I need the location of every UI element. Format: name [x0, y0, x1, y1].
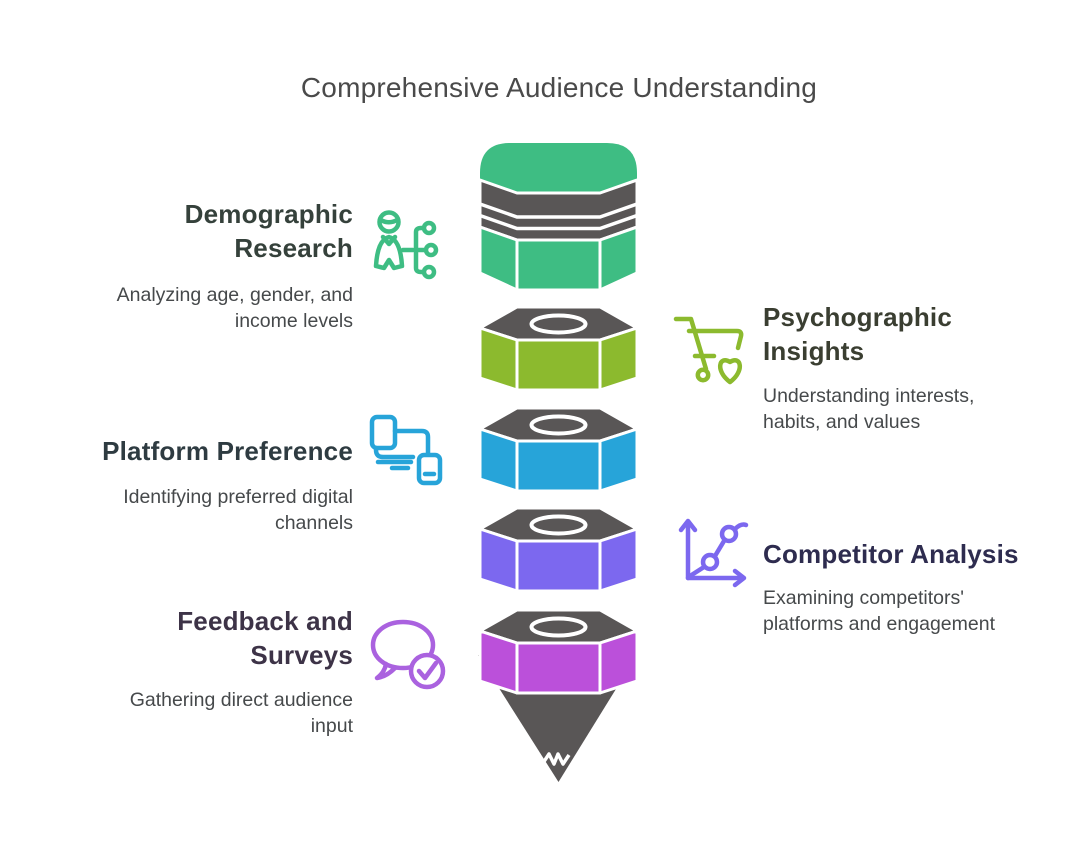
person-hierarchy-icon: [366, 206, 446, 286]
cart-heart-icon: [666, 302, 750, 386]
heading-feedback-surveys: Feedback and Surveys: [177, 606, 353, 670]
funnel-segment-cyan: [478, 406, 639, 493]
funnel-cap: [478, 143, 639, 292]
description-demographic-research: Analyzing age, gender, and income levels: [116, 284, 353, 332]
heading-competitor-analysis: Competitor Analysis: [763, 539, 1019, 569]
pencil-funnel-graphic: [455, 140, 665, 790]
description-psychographic-insights: Understanding interests, habits, and val…: [763, 385, 975, 433]
funnel-segment-olive: [478, 305, 639, 392]
funnel-segment-magenta: [478, 608, 639, 695]
description-competitor-analysis: Examining competitors' platforms and eng…: [763, 587, 995, 635]
line-chart-icon: [666, 508, 750, 592]
page-title: Comprehensive Audience Understanding: [300, 72, 818, 103]
description-feedback-surveys: Gathering direct audience input: [129, 689, 353, 737]
funnel-segment-violet: [478, 506, 639, 593]
heading-platform-preference: Platform Preference: [102, 436, 353, 466]
chat-check-icon: [362, 610, 446, 694]
devices-icon: [364, 410, 444, 490]
description-platform-preference: Identifying preferred digital channels: [123, 486, 353, 534]
heading-psychographic-insights: Psychographic Insights: [763, 302, 952, 366]
heading-demographic-research: Demographic Research: [184, 199, 353, 263]
